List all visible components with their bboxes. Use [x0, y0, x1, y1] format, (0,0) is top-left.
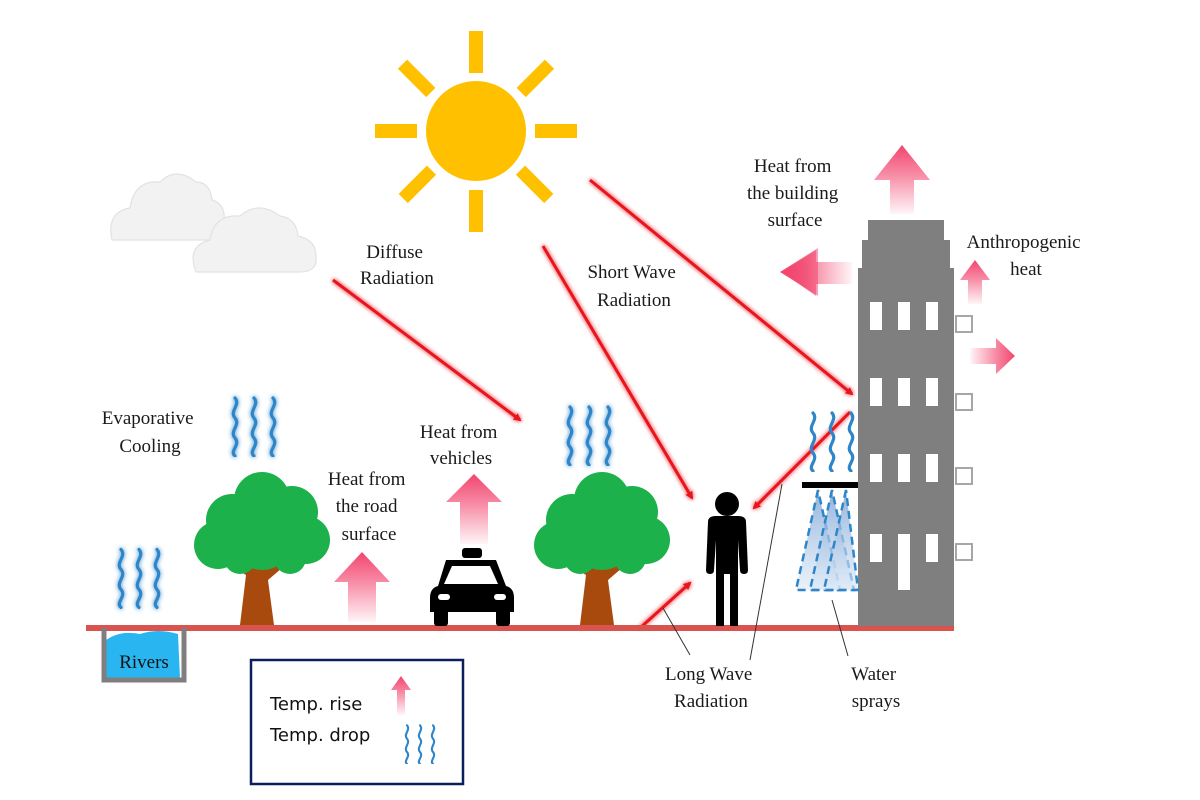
heat-from-vehicles-label: Heat from vehicles	[420, 422, 502, 469]
water-sprays-label: Water sprays	[851, 664, 901, 712]
short-wave-radiation-arrow-1	[541, 245, 694, 500]
cooling-waves-river	[117, 547, 161, 610]
heat-from-road-label: Heat from the road surface	[328, 469, 410, 545]
heat-arrow-building-left-body	[782, 250, 852, 296]
heat-arrow-anthropogenic-up	[960, 260, 990, 304]
cloud-icon	[110, 173, 317, 273]
cooling-waves-tree-2	[566, 405, 612, 466]
cooling-waves-tree-1	[231, 396, 277, 457]
rivers-label: Rivers	[119, 652, 169, 673]
long-wave-radiation-arrow-building	[752, 410, 852, 510]
tree-icon	[534, 472, 670, 625]
heat-arrow-vehicles	[446, 474, 502, 544]
evaporative-cooling-label: Evaporative Cooling	[102, 408, 199, 457]
person-icon	[706, 492, 748, 626]
short-wave-radiation-label: Short Wave Radiation	[587, 262, 680, 311]
long-wave-radiation-arrow-ground	[638, 581, 692, 630]
heat-arrow-building-top	[874, 145, 930, 214]
heat-arrow-anthropogenic-right	[970, 338, 1015, 374]
heat-arrow-road	[334, 552, 390, 622]
anthropogenic-heat-label: Anthropogenic heat	[967, 232, 1086, 280]
legend: Temp. rise Temp. drop	[249, 658, 465, 786]
red-up-arrow-icon	[391, 676, 411, 715]
ac-unit-icon	[955, 315, 973, 561]
ground-line	[86, 625, 954, 631]
diffuse-radiation-label: Diffuse Radiation	[360, 242, 434, 289]
car-icon	[430, 548, 514, 626]
river-icon: Rivers	[101, 628, 187, 683]
building-icon	[858, 220, 973, 626]
radiation-arrows	[332, 178, 854, 630]
diffuse-radiation-arrow	[332, 278, 522, 422]
water-spray-icon	[794, 482, 860, 592]
long-wave-radiation-label: Long Wave Radiation	[665, 664, 757, 712]
cooling-waves-spray	[809, 411, 855, 472]
short-wave-radiation-arrow-2	[589, 178, 854, 396]
legend-temp-drop-label: Temp. drop	[269, 725, 370, 746]
leader-lines	[662, 483, 849, 661]
sun-icon	[375, 31, 577, 232]
tree-icon	[194, 472, 330, 625]
legend-temp-rise-label: Temp. rise	[269, 694, 362, 715]
heat-from-building-label: Heat from the building surface	[747, 156, 843, 231]
